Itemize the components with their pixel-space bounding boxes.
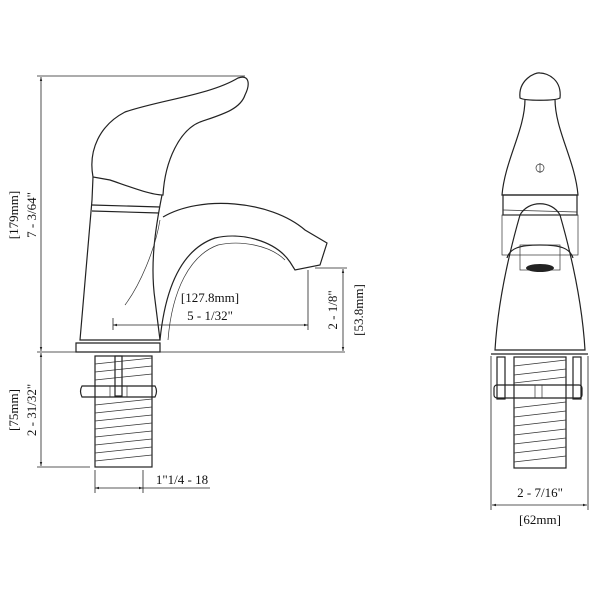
right-bolt [572,356,582,400]
front-handle [501,98,579,196]
threaded-shank [94,355,153,468]
front-spout [494,203,586,351]
handle-knob [519,72,561,101]
left-bolt [496,356,506,400]
faucet-handle [91,76,249,196]
shank-length-in: 2 - 31/32" [24,384,39,436]
width-in: 2 - 7/16" [517,485,563,500]
front-view-dimensions: 2 - 7/16" [62mm] [490,356,589,527]
total-height-in: 7 - 3/64" [24,192,39,238]
front-shank [513,356,567,469]
shank-length-mm: [75mm] [6,389,21,431]
shank-threads [94,357,153,462]
side-view-dimensions: [179mm] 7 - 3/64" [75mm] 2 - 31/32" [127… [6,75,366,493]
faucet-spout [159,202,328,341]
aerator [526,264,554,272]
spout-reach-in: 5 - 1/32" [187,308,233,323]
mounting-nut [79,385,158,398]
spout-reach-mm: [127.8mm] [181,290,239,305]
total-height-mm: [179mm] [6,191,21,239]
front-nut [493,384,583,399]
thread-size: 1"1/4 - 18 [156,472,208,487]
mounting-bolt [114,355,123,397]
front-view-faucet [491,72,588,469]
side-view-faucet [75,76,328,468]
spout-height-in: 2 - 1/8" [325,290,340,329]
spout-height-mm: [53.8mm] [351,284,366,336]
width-mm: [62mm] [519,512,561,527]
